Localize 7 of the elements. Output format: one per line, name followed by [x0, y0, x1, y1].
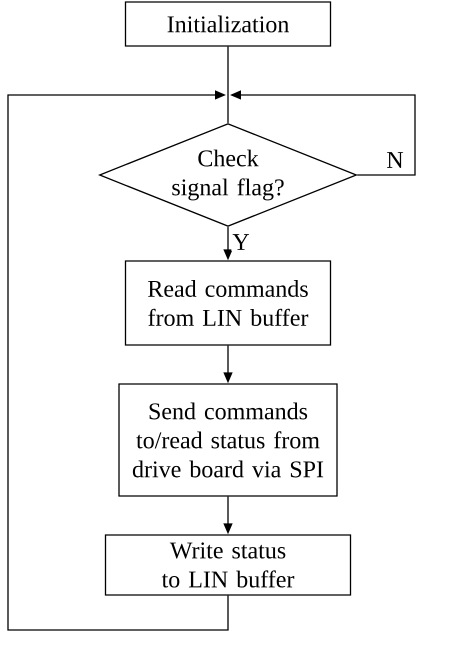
process-box: Send commands to/read status from drive board via SPI: [118, 383, 338, 497]
process-box: Read commands from LIN buffer: [124, 260, 332, 346]
process-box: Initialization: [124, 1, 332, 47]
edge-label: N: [385, 151, 405, 169]
edge-label: Y: [231, 233, 251, 251]
arrow: [7, 90, 229, 631]
process-box: Write status to LIN buffer: [104, 534, 352, 596]
